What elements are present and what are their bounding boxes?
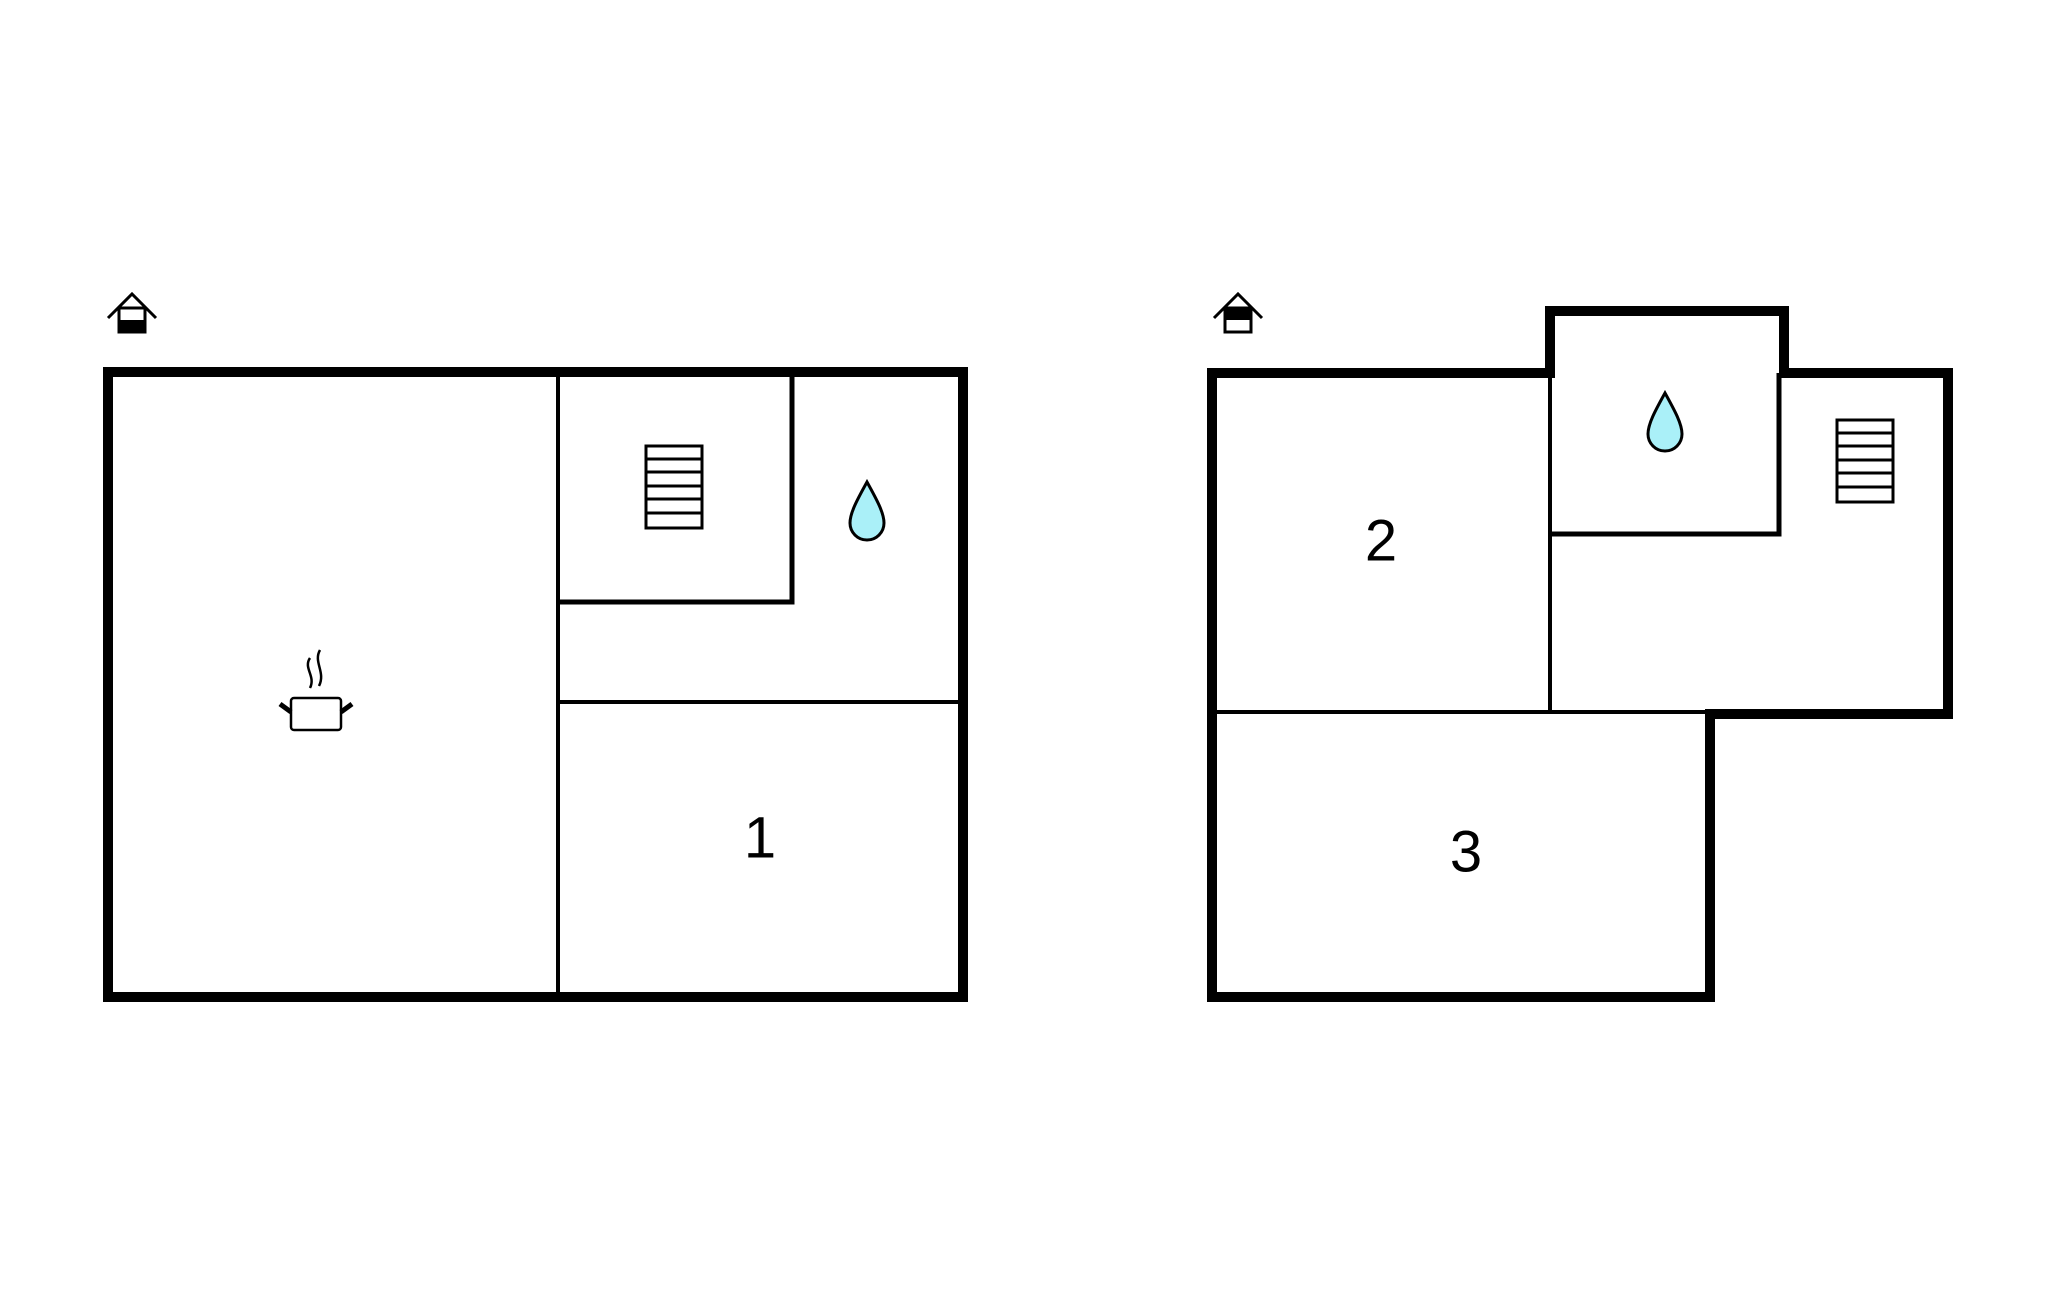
ground-floor-interior-walls	[556, 372, 963, 997]
stairs-icon	[1835, 418, 1895, 504]
water-drop-icon	[1646, 389, 1684, 453]
upper-floor-outer-wall	[1207, 306, 1953, 1002]
ground-floor-outer-wall	[103, 367, 968, 1002]
room-label-1: 1	[744, 805, 776, 870]
room-label-3: 3	[1450, 819, 1482, 884]
stairs-icon	[644, 444, 704, 530]
upper-floor-plan: 2 3	[1207, 291, 1953, 1002]
room-label-2: 2	[1365, 508, 1397, 573]
house-ground-floor-icon	[106, 291, 158, 334]
water-drop-icon	[848, 478, 886, 542]
upper-floor-interior-walls	[1212, 373, 1782, 714]
house-upper-floor-icon	[1212, 291, 1264, 334]
cooking-pot-icon	[278, 649, 354, 732]
ground-floor-plan: 1	[103, 291, 968, 1002]
